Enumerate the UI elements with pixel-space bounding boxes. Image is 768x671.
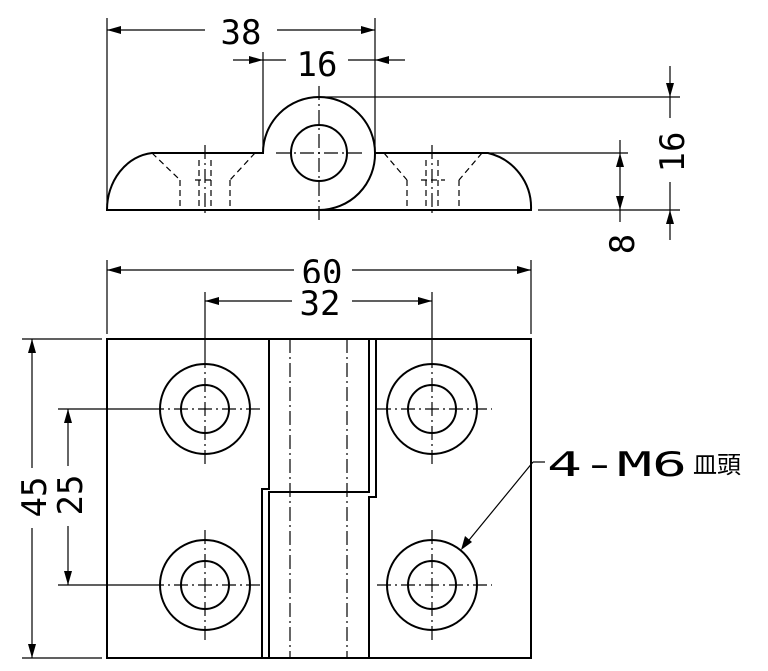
dimension-38: 38 — [106, 8, 376, 205]
boss-hole — [290, 124, 348, 182]
hole-callout-spec: 4-M6 — [547, 445, 687, 485]
dimension-16-vertical: 16 — [319, 66, 693, 240]
dimension-60: 60 — [106, 252, 532, 334]
knuckle-upper — [261, 339, 270, 658]
plate-outline — [106, 338, 532, 659]
front-view: 60 32 45 — [14, 252, 741, 659]
knuckle-upper-right — [268, 339, 370, 658]
dimension-16-horizontal: 16 — [233, 42, 405, 150]
countersink-right — [383, 145, 483, 216]
knuckle-lower-right — [368, 339, 377, 658]
dimension-25-label: 25 — [51, 475, 91, 516]
dimension-25: 25 — [50, 408, 150, 586]
dimension-8-label: 8 — [603, 234, 643, 254]
hole-callout: 4-M6 皿頭 — [461, 445, 741, 550]
dimension-45: 45 — [14, 338, 102, 659]
hole-top-left — [150, 354, 260, 464]
dimension-32-label: 32 — [300, 284, 341, 324]
hole-bottom-right — [377, 530, 492, 640]
boss-arc — [318, 152, 377, 211]
countersink-left — [151, 145, 256, 216]
hole-top-right — [377, 354, 492, 464]
dimension-32: 32 — [204, 283, 433, 354]
dimension-16-vertical-label: 16 — [653, 132, 693, 173]
dimension-16-horizontal-label: 16 — [297, 45, 338, 85]
hole-callout-head-type: 皿頭 — [693, 451, 741, 479]
hole-bottom-left — [150, 530, 260, 640]
side-view: 38 16 16 8 — [105, 8, 693, 262]
dimension-38-label: 38 — [221, 13, 262, 53]
dimension-8: 8 — [488, 140, 643, 262]
dimension-45-label: 45 — [15, 477, 55, 518]
